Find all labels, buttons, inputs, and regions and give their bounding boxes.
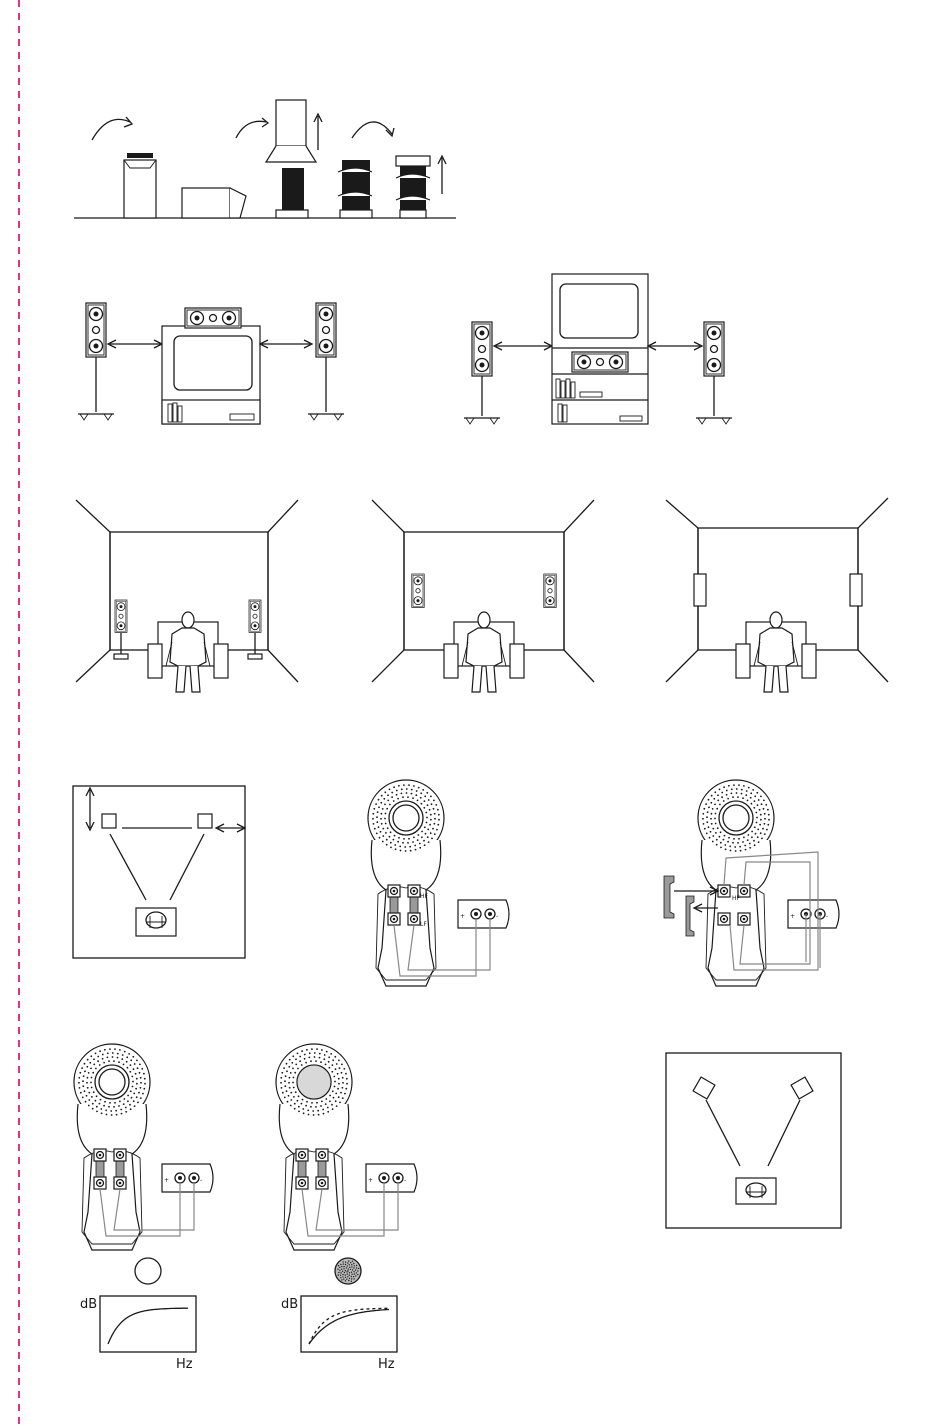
single-wire-connection: HF LF + - <box>368 780 509 986</box>
graph1-x-label: Hz <box>176 1357 193 1372</box>
lf-label: LF <box>420 921 427 928</box>
speaker-spacing-diagram <box>73 786 245 958</box>
toe-in-diagram <box>666 1053 841 1228</box>
graph2-y-label: dB <box>281 1297 298 1312</box>
terminal-minus-label: - <box>496 913 498 920</box>
bi-terminal-plus: + <box>790 913 795 920</box>
response-curve-plugged <box>309 1310 389 1345</box>
port-plug-open-connection: + - <box>74 1044 213 1284</box>
hf-label: HF <box>420 893 429 900</box>
room-in-wall-mount <box>666 498 888 692</box>
port-plug-closed-connection: + - <box>276 1044 417 1284</box>
open-port-icon <box>135 1258 161 1284</box>
terminal-plus-label: + <box>460 913 465 920</box>
graph1-y-label: dB <box>80 1297 97 1312</box>
graph2-x-label: Hz <box>378 1357 395 1372</box>
p2-terminal-plus: + <box>368 1177 373 1184</box>
unpacking-diagram <box>74 100 456 218</box>
p1-terminal-plus: + <box>164 1177 169 1184</box>
tv-placement-left <box>78 303 344 424</box>
p1-terminal-minus: - <box>200 1177 202 1184</box>
frequency-graph-open <box>100 1296 196 1352</box>
tv-placement-right <box>464 274 732 424</box>
response-curve-open-reference <box>309 1308 389 1344</box>
room-wall-mount <box>372 500 594 692</box>
bi-hf-label: HF <box>732 895 741 902</box>
bi-wire-connection: HF + - <box>664 780 839 986</box>
response-curve-open <box>108 1308 188 1344</box>
p2-terminal-minus: - <box>404 1177 406 1184</box>
room-stand-mount <box>76 500 298 692</box>
frequency-graph-plugged <box>301 1296 397 1352</box>
bi-terminal-minus: - <box>826 913 828 920</box>
